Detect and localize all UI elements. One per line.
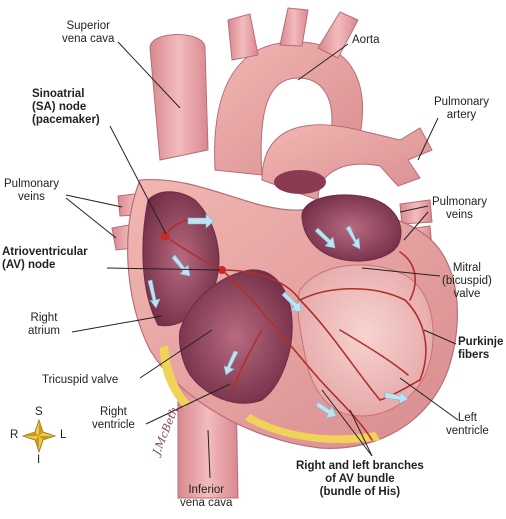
av-node-marker [218, 266, 226, 274]
orientation-compass [21, 418, 57, 454]
aorta-branch-1 [227, 13, 259, 61]
aorta-branch-2 [279, 7, 309, 47]
superior-vena-cava [149, 34, 209, 161]
label-aorta: Aorta [352, 34, 380, 46]
label-sa-node: Sinoatrial(SA) node(pacemaker) [32, 88, 100, 126]
sa-node-marker [160, 231, 170, 241]
compass-east: L [60, 429, 67, 441]
label-mitral-valve: Mitral(bicuspid)valve [442, 262, 492, 300]
leader-lines [65, 41, 459, 479]
epicardial-fat-lower [245, 414, 380, 444]
pulmonary-vein-right-upper [399, 199, 433, 225]
compass-north: S [35, 406, 43, 418]
conduction-system [164, 219, 427, 441]
label-av-node: Atrioventricular(AV) node [2, 246, 88, 271]
aorta-branch-3 [317, 11, 359, 59]
pulmonary-artery-opening [274, 170, 326, 194]
compass-west: R [10, 429, 19, 441]
right-ventricle-chamber [179, 269, 293, 404]
blood-flow-arrows [147, 213, 409, 419]
label-tricuspid-valve: Tricuspid valve [42, 374, 119, 386]
compass-south: I [37, 454, 41, 466]
left-ventricle-chamber [297, 264, 434, 417]
epicardial-fat-left [160, 345, 190, 408]
